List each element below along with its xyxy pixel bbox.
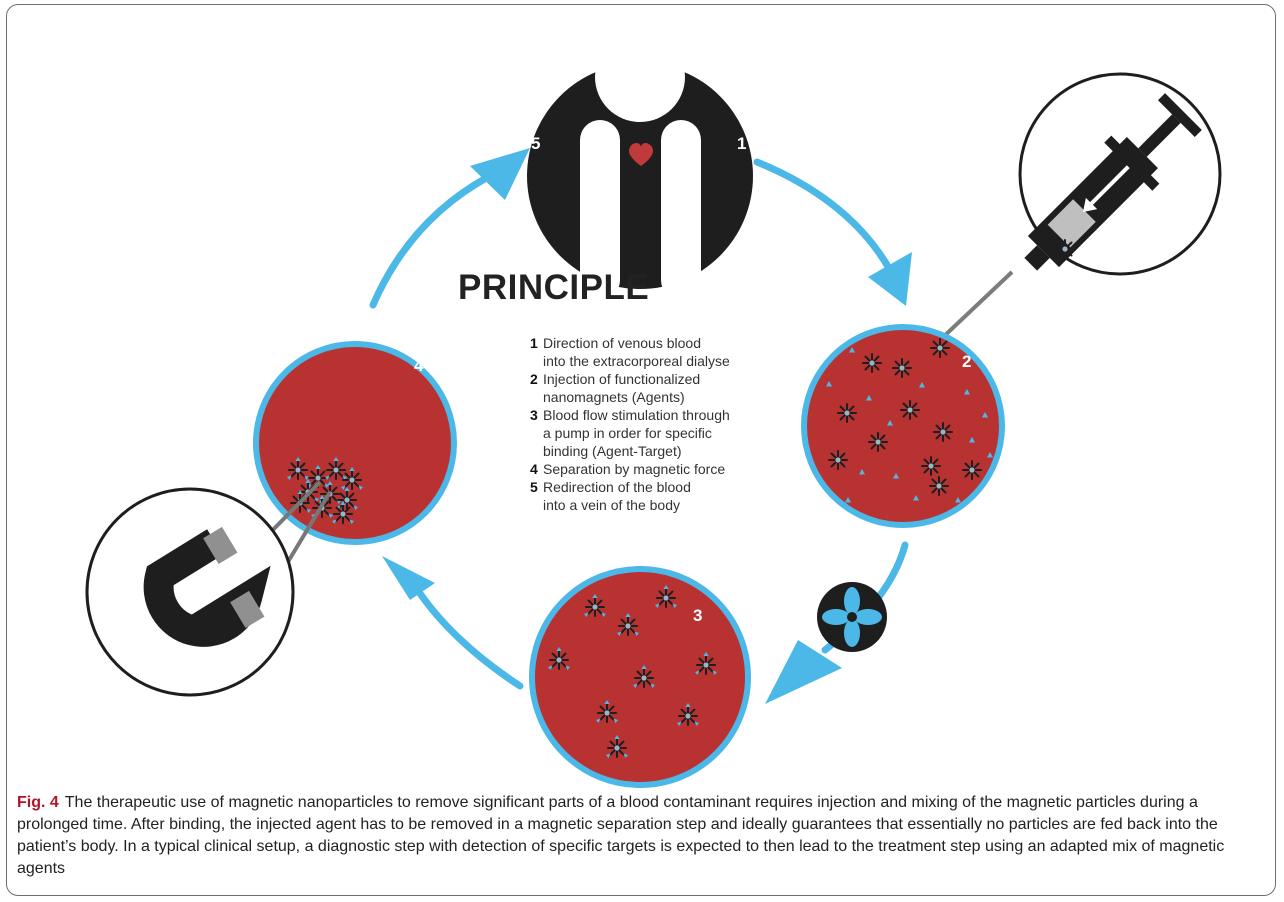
magnet-icon (85, 480, 332, 697)
arrowhead-2 (765, 640, 842, 704)
arrow-step3-to-step4 (411, 582, 524, 690)
step-number: 4 (530, 461, 538, 477)
step-text: Redirection of the blood into a vein of … (543, 479, 691, 513)
step-number: 5 (530, 479, 538, 495)
circle-label-step3: 3 (693, 606, 703, 625)
steps-list: 1 Direction of venous blood into the extr… (530, 334, 790, 514)
arrow-body-to-step2 (753, 158, 894, 274)
step-text: Blood flow stimulation through a pump in… (543, 407, 730, 459)
step-item: 4 Separation by magnetic force (530, 460, 790, 478)
step-number: 1 (530, 335, 538, 351)
arrowhead-4 (470, 148, 530, 200)
blood-circle-step3 (529, 566, 751, 788)
blood-circle-step4 (253, 341, 457, 545)
arrow-step4-to-body (369, 173, 492, 309)
arrowhead-3 (382, 556, 435, 600)
step-item: 2 Injection of functionalized nanomagnets… (530, 370, 790, 406)
step-item: 1 Direction of venous blood into the extr… (530, 334, 790, 370)
step-number: 2 (530, 371, 538, 387)
step-text: Separation by magnetic force (543, 461, 726, 477)
step-text: Injection of functionalized nanomagnets … (543, 371, 701, 405)
body-label-right: 1 (737, 134, 747, 153)
body-label-left: 5 (531, 134, 541, 153)
step-text: Direction of venous blood into the extra… (543, 335, 730, 369)
syringe-icon (938, 72, 1222, 342)
step-number: 3 (530, 407, 538, 423)
step-item: 5 Redirection of the blood into a vein of… (530, 478, 790, 514)
caption-text: The therapeutic use of magnetic nanopart… (17, 794, 1225, 877)
figure-label: Fig. 4 (17, 794, 59, 811)
circle-label-step4: 4 (414, 356, 424, 375)
arrowhead-1 (868, 252, 912, 306)
pump-fan-icon (817, 582, 887, 652)
blood-circle-step2 (801, 324, 1005, 528)
circle-label-step2: 2 (962, 352, 972, 371)
step-item: 3 Blood flow stimulation through a pump i… (530, 406, 790, 460)
figure-frame (6, 4, 1276, 896)
diagram-title: PRINCIPLE (458, 268, 650, 307)
person-heart-icon (527, 32, 753, 300)
